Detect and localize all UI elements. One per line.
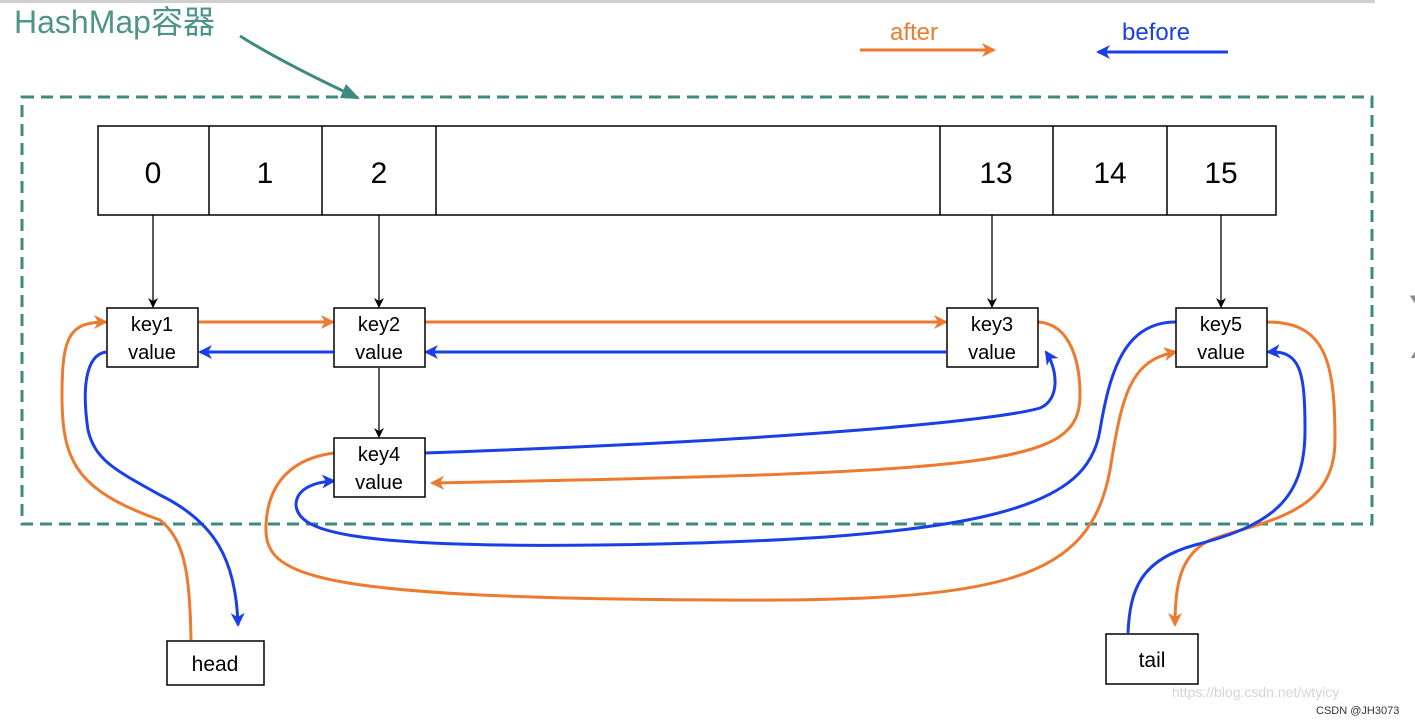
node-key4[interactable]: key4 value <box>333 437 426 498</box>
bucket-13-index: 13 <box>979 157 1012 190</box>
node-key-label: key5 <box>1200 314 1242 336</box>
before-link-tail-key5 <box>1126 344 1307 634</box>
node-key-label: key1 <box>131 314 173 336</box>
node-key3[interactable]: key3 value <box>946 307 1039 368</box>
legend-before-label: before <box>1122 19 1190 46</box>
node-value-label: value <box>128 342 176 364</box>
node-key1[interactable]: key1 value <box>106 307 199 368</box>
after-link-key3-key4 <box>430 320 1082 490</box>
after-link-head-key1 <box>60 315 193 641</box>
watermark-credit: CSDN @JH3073 <box>1316 705 1400 717</box>
before-link-key4-key3 <box>424 350 1059 455</box>
node-value-label: value <box>968 342 1016 364</box>
bucket-2-index: 2 <box>371 157 388 190</box>
bucket-15-index: 15 <box>1204 157 1237 190</box>
after-link-key4-key5 <box>264 347 1178 602</box>
node-box <box>106 307 199 368</box>
title-pointer-arrowhead <box>340 84 360 99</box>
node-box <box>333 307 426 368</box>
bucket-array-frame <box>97 125 1277 216</box>
watermark-url: https://blog.csdn.net/wtyicy <box>1172 684 1340 700</box>
node-key-label: key2 <box>358 314 400 336</box>
node-box <box>333 437 426 498</box>
bucket-0-index: 0 <box>145 157 162 190</box>
hashmap-container <box>20 95 1374 526</box>
bucket-1-index: 1 <box>257 157 274 190</box>
node-box <box>1175 307 1268 368</box>
node-key-label: key4 <box>358 444 400 466</box>
node-value-label: value <box>355 342 403 364</box>
tail-pointer[interactable]: tail <box>1105 633 1199 685</box>
head-pointer[interactable]: head <box>166 640 265 686</box>
node-key2[interactable]: key2 value <box>333 307 426 368</box>
legend-after-label: after <box>890 19 938 46</box>
container-title: HashMap容器 <box>14 4 215 40</box>
after-link-key5-tail <box>1168 320 1337 627</box>
tail-box <box>1105 633 1199 685</box>
node-key5[interactable]: key5 value <box>1175 307 1268 368</box>
title-pointer-line <box>239 34 359 100</box>
node-value-label: value <box>1197 342 1245 364</box>
tail-label: tail <box>1139 649 1166 672</box>
bucket-14-index: 14 <box>1093 157 1126 190</box>
node-value-label: value <box>355 472 403 494</box>
bucket-array: 0 1 2 13 14 15 <box>97 125 1277 216</box>
chevron-right-icon[interactable]: ❯ <box>1400 288 1415 358</box>
head-box <box>166 640 265 686</box>
top-divider <box>0 0 1375 3</box>
before-link-key5-key4 <box>294 320 1177 547</box>
head-label: head <box>192 653 239 676</box>
before-link-key1-head <box>83 350 245 627</box>
node-box <box>946 307 1039 368</box>
node-key-label: key3 <box>971 314 1013 336</box>
